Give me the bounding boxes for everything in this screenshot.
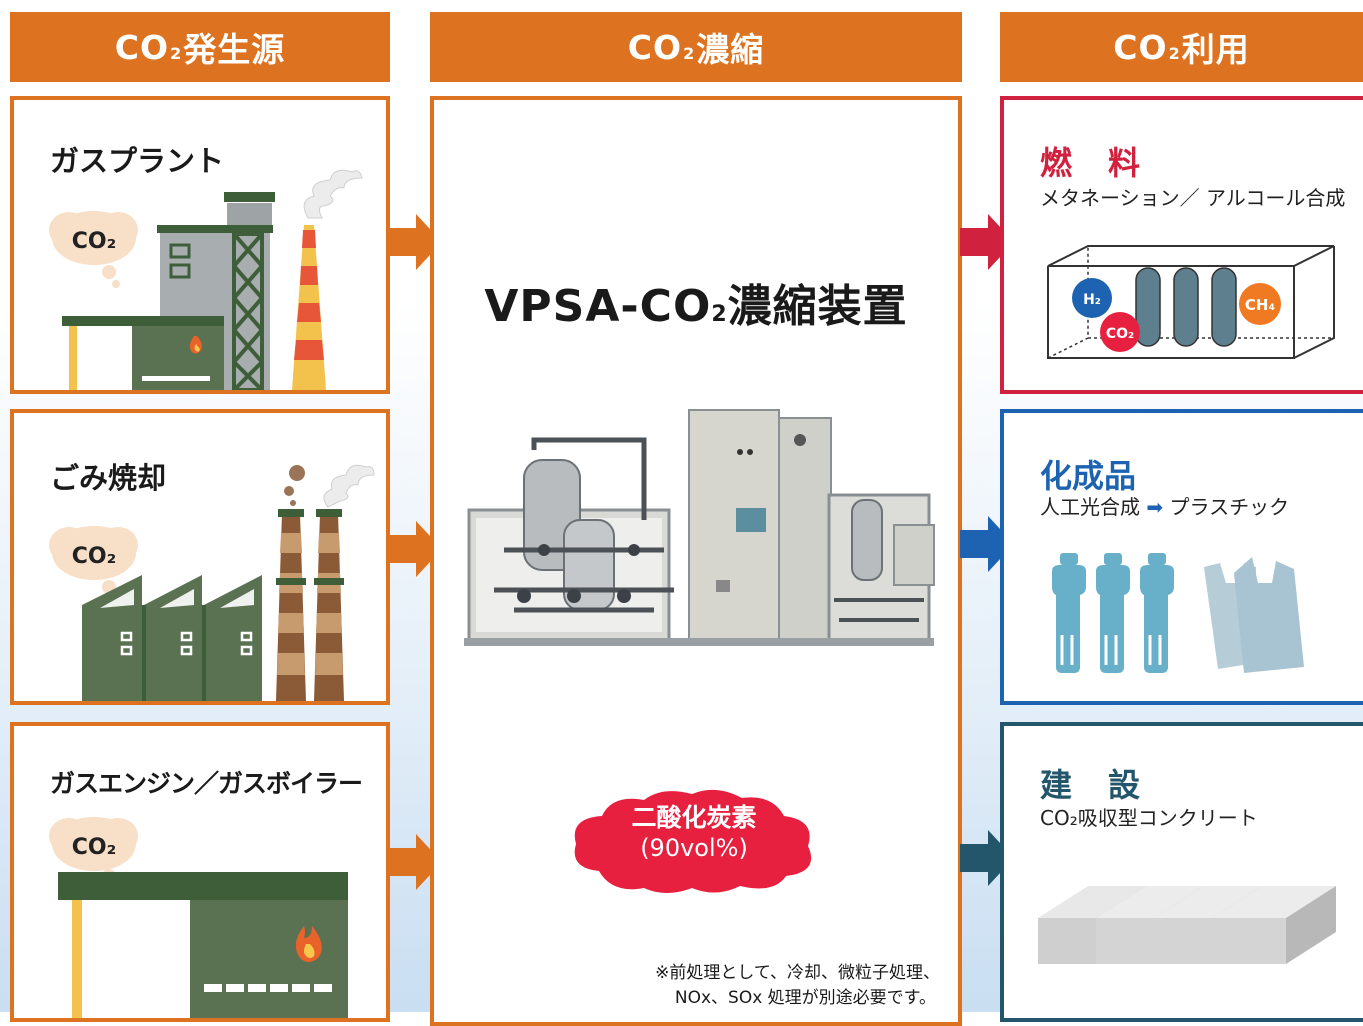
source-panel-waste-incineration: ごみ焼却 CO₂ xyxy=(10,409,390,705)
co2-bubble-label: CO₂ xyxy=(72,835,116,860)
arrow-boiler-to-concentrator xyxy=(388,834,442,890)
h2-label: H₂ xyxy=(1083,292,1101,308)
use-subtitle-a: 人工光合成 xyxy=(1040,495,1140,519)
gas-plant-illustration: CO₂ xyxy=(49,169,363,390)
header-text: CO xyxy=(627,27,683,67)
co2-label: CO₂ xyxy=(1106,326,1134,342)
source-title: ガスエンジン／ガスボイラー xyxy=(50,769,363,798)
use-subtitle: メタネーション／ アルコール合成 xyxy=(1040,186,1346,210)
arrow-gas-plant-to-concentrator xyxy=(388,214,442,270)
header-subscript: 2 xyxy=(1168,43,1181,63)
header-text: 濃縮 xyxy=(696,30,765,69)
use-title: 建 設 xyxy=(1040,766,1143,804)
source-panel-gas-plant: ガスプラント CO₂ xyxy=(10,96,390,394)
use-subtitle-b: プラスチック xyxy=(1169,495,1290,519)
cloud-label-line1: 二酸化炭素 xyxy=(631,803,757,832)
device-title-text: VPSA-CO xyxy=(484,281,712,332)
co2-thought-bubble-icon: CO₂ xyxy=(49,817,138,890)
use-panel-chemicals: 化成品 人工光合成 ➡ プラスチック xyxy=(1000,409,1363,705)
concentrator-panel: VPSA-CO2濃縮装置 二酸化炭素 ( xyxy=(430,96,962,1026)
use-panel-construction: 建 設 CO₂吸収型コンクリート xyxy=(1000,722,1363,1022)
header-subscript: 2 xyxy=(170,43,183,63)
co2-bubble-label: CO₂ xyxy=(72,229,116,254)
plastic-bottle-icon xyxy=(1052,553,1174,673)
plastic-bag-icon xyxy=(1204,557,1304,673)
note-line2: NOx、SOx 処理が別途必要です。 xyxy=(674,988,936,1008)
cloud-label-line2: (90vol%) xyxy=(640,834,748,862)
header-text: CO xyxy=(114,27,170,67)
co2-thought-bubble-icon: CO₂ xyxy=(49,526,138,603)
use-subtitle: CO₂吸収型コンクリート xyxy=(1040,806,1258,830)
use-title: 化成品 xyxy=(1040,457,1137,495)
note-line1: ※前処理として、冷却、微粒子処理、 xyxy=(655,963,940,983)
device-title-text: 濃縮装置 xyxy=(727,281,908,332)
header-text: CO xyxy=(1113,27,1168,67)
device-title-subscript: 2 xyxy=(711,302,728,327)
co2-thought-bubble-icon: CO₂ xyxy=(49,211,138,288)
source-title: ごみ焼却 xyxy=(50,461,167,495)
header-text: 利用 xyxy=(1181,30,1250,69)
source-panel-gas-engine-boiler: ガスエンジン／ガスボイラー CO₂ xyxy=(10,722,390,1022)
header-subscript: 2 xyxy=(683,43,696,63)
arrow-incineration-to-concentrator xyxy=(388,521,442,577)
concrete-blocks-illustration xyxy=(1038,886,1336,964)
use-title: 燃 料 xyxy=(1040,144,1143,182)
co2-cloud xyxy=(574,789,812,893)
device-title: VPSA-CO2濃縮装置 xyxy=(434,270,958,334)
use-panel-fuel: 燃 料 メタネーション／ アルコール合成 H₂ CO₂ CH₄ xyxy=(1000,96,1363,394)
plastic-products-illustration xyxy=(1052,553,1304,673)
header-text: 発生源 xyxy=(183,30,286,69)
incinerator-illustration: CO₂ xyxy=(49,464,375,701)
concrete-block-icon xyxy=(1212,886,1336,964)
co2-bubble-label: CO₂ xyxy=(72,544,116,569)
methanation-reactor-illustration: H₂ CO₂ CH₄ xyxy=(1047,245,1335,359)
right-arrow-icon: ➡ xyxy=(1146,495,1164,519)
use-subtitle: 人工光合成 ➡ プラスチック xyxy=(1040,491,1289,520)
ch4-label: CH₄ xyxy=(1245,296,1275,314)
source-title: ガスプラント xyxy=(50,144,225,178)
boiler-illustration: CO₂ xyxy=(49,817,348,1018)
vpsa-machine-image xyxy=(464,409,935,646)
